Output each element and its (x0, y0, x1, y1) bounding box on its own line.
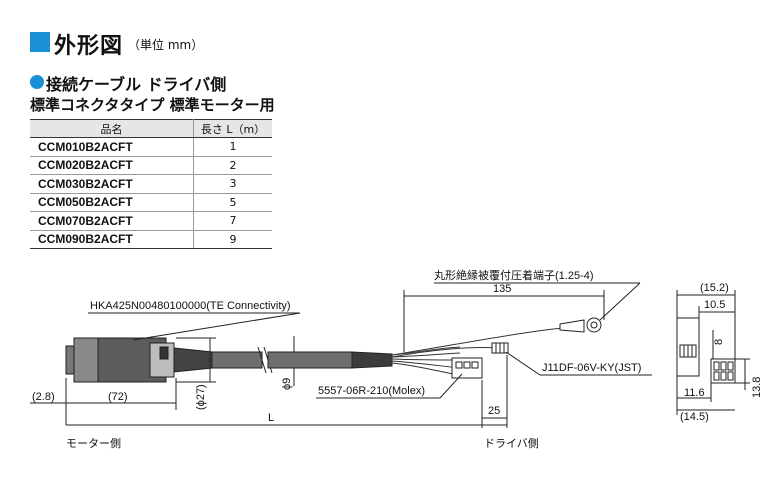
header-square-icon (30, 32, 50, 52)
dim-15-2: (15.2) (700, 282, 729, 294)
dim-l: L (268, 412, 274, 424)
length-value: 3 (193, 174, 272, 194)
page-title: 外形図 (54, 34, 124, 59)
dim-14-5: (14.5) (680, 411, 709, 423)
motor-connector-label: HKA425N00480100000(TE Connectivity) (90, 300, 291, 312)
motor-side-label: モーター側 (66, 437, 121, 450)
length-value: 1 (193, 137, 272, 157)
part-number: CCM020B2ACFT (30, 156, 194, 175)
ring-terminal (559, 317, 602, 333)
dim-11-6: 11.6 (684, 387, 705, 399)
motor-connector (65, 337, 213, 383)
dim-2-8: (2.8) (32, 391, 55, 403)
dim-135: 135 (493, 283, 511, 295)
unit-label: （単位 mm） (128, 38, 204, 52)
dim-13-8: 13.8 (751, 377, 763, 398)
length-value: 9 (193, 230, 272, 249)
length-value: 5 (193, 193, 272, 212)
part-number: CCM070B2ACFT (30, 211, 194, 231)
terminal-label: 丸形絶縁被覆付圧着端子(1.25-4) (434, 268, 594, 282)
length-value: 2 (193, 156, 272, 175)
dim-72: (72) (108, 391, 128, 403)
dim-phi27: (ϕ27) (195, 384, 207, 410)
dim-25: 25 (488, 405, 500, 417)
cable-left (211, 346, 393, 374)
connector-end-view (676, 317, 736, 384)
dim-8: 8 (713, 339, 725, 345)
section-subtitle: 標準コネクタタイプ 標準モーター用 (30, 96, 275, 114)
dim-10-5: 10.5 (704, 299, 725, 311)
driver-side-label: ドライバ側 (484, 437, 539, 450)
jst-connector (491, 342, 509, 354)
part-number: CCM090B2ACFT (30, 230, 194, 249)
table-header-row: 品名 長さ L（m） (30, 119, 272, 138)
bullet-dot-icon (30, 75, 44, 89)
dim-phi9: ϕ9 (281, 378, 293, 390)
part-number: CCM030B2ACFT (30, 174, 194, 194)
header-part-name: 品名 (30, 119, 194, 138)
part-number: CCM010B2ACFT (30, 137, 194, 157)
part-number: CCM050B2ACFT (30, 193, 194, 212)
jst-label: J11DF-06V-KY(JST) (542, 362, 641, 374)
length-value: 7 (193, 211, 272, 231)
section-title: 接続ケーブル ドライバ側 (46, 75, 227, 94)
molex-label: 5557-06R-210(Molex) (318, 385, 425, 397)
molex-connector (451, 357, 483, 379)
header-length: 長さ L（m） (193, 119, 272, 138)
